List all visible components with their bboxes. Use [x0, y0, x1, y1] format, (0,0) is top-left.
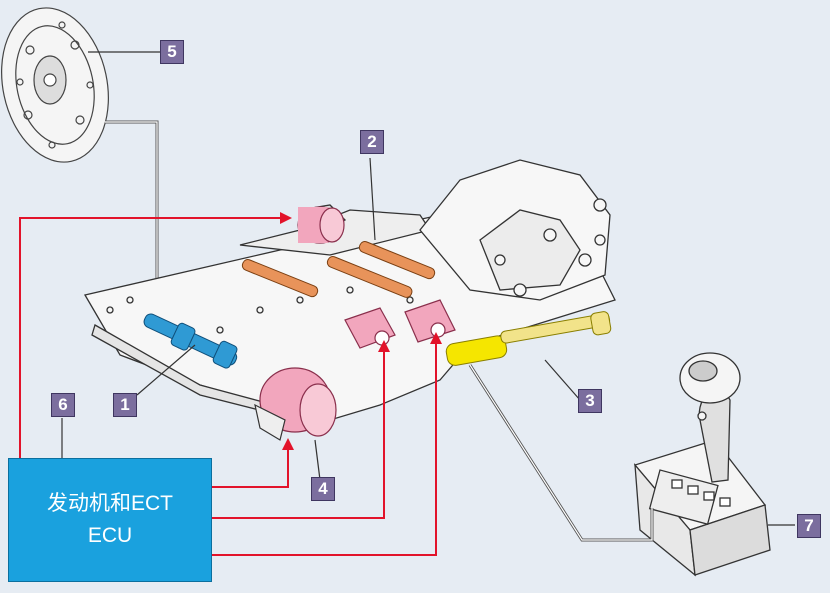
callout-3: 3: [578, 389, 602, 413]
callout-6: 6: [51, 393, 75, 417]
leader-2: [369, 157, 376, 241]
callout-4: 4: [311, 477, 335, 501]
ecu-label-line1: 发动机和ECT: [47, 492, 173, 515]
callout-7: 7: [797, 514, 821, 538]
callout-5: 5: [160, 40, 184, 64]
shift-valves-orange: [241, 241, 436, 298]
callout-2: 2: [360, 130, 384, 154]
shift-lever-icon: [633, 352, 771, 577]
valve-body-icon: [83, 159, 616, 429]
leader-1: [136, 344, 196, 396]
valve-yellow: [445, 311, 612, 366]
speed-sensor-plate-icon: [1, 7, 109, 163]
ecu-signal-lines: [19, 217, 437, 556]
valve-blue: [143, 313, 238, 369]
leader-4: [314, 439, 321, 481]
ecu-box: 发动机和ECT ECU: [8, 458, 212, 582]
signal-arrowheads: [280, 212, 442, 450]
ecu-label-line2: ECU: [87, 524, 133, 547]
shifter-wire: [468, 364, 654, 542]
callout-1: 1: [113, 393, 137, 417]
leader-3: [544, 359, 581, 401]
